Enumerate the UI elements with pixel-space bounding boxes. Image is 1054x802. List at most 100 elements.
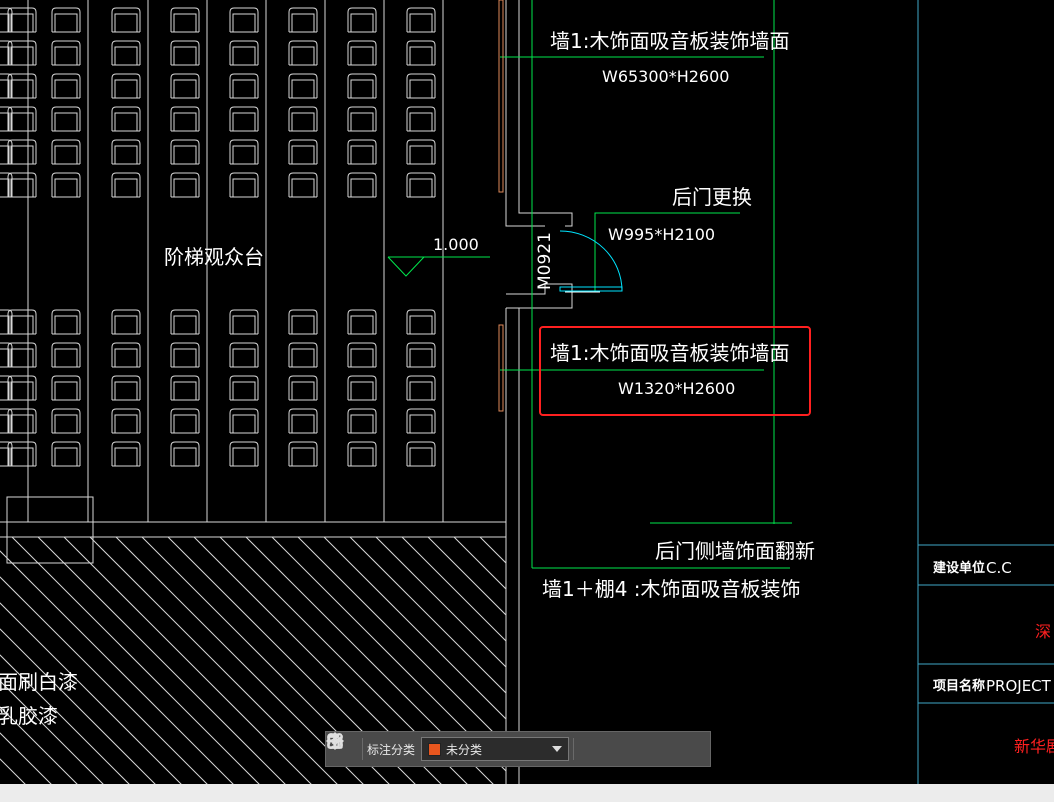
seat-symbol [347,40,377,66]
seat-symbol [111,106,141,132]
seat-symbol [170,172,200,198]
seat-symbol [288,172,318,198]
seat-symbol [111,441,141,467]
seat-symbol [406,172,436,198]
hatch-line [453,537,506,590]
seat-symbol [288,408,318,434]
seat-symbol [7,309,37,335]
seat-symbol [0,139,13,165]
seat-symbol [229,441,259,467]
seat-symbol [288,40,318,66]
cad-canvas[interactable]: 墙1:木饰面吸音板装饰墙面 W65300*H2600 后门更换 W995*H21… [0,0,1054,784]
hatch-line [0,706,78,784]
title-project-value: PROJECT [986,677,1052,695]
seat-symbol [347,408,377,434]
seat-symbol [51,441,81,467]
status-strip [0,784,1054,802]
seat-symbol [0,441,13,467]
seat-symbol [406,106,436,132]
seat-symbol [0,375,13,401]
seat-symbol [347,172,377,198]
seat-symbol [229,7,259,33]
seat-symbol [288,441,318,467]
seat-symbol [170,139,200,165]
title-project-label: 项目名称 [933,678,985,694]
seat-symbol [51,73,81,99]
title-client-red: 深 [1035,622,1051,641]
hatch-line [401,537,506,642]
seat-symbol [406,408,436,434]
seat-symbol [51,172,81,198]
seat-symbol [406,375,436,401]
seat-symbol [347,106,377,132]
seat-symbol [0,106,13,132]
label-wall-upper-dim: W65300*H2600 [602,67,729,86]
hatch-line [297,537,506,746]
label-wall-mid-dim: W1320*H2600 [618,379,735,398]
seat-symbol [51,7,81,33]
seat-symbol [347,441,377,467]
seat-symbol [111,172,141,198]
title-project-red: 新华剧 [1014,737,1054,756]
hatch-line [11,537,260,784]
hatch-line [0,628,156,784]
seat-symbol [288,7,318,33]
label-door-code: M0921 [535,232,555,290]
category-selected-value: 未分类 [446,742,483,757]
edit-icon[interactable] [328,733,610,764]
seat-symbol [111,408,141,434]
hatch-line [375,537,506,668]
seat-symbol [170,309,200,335]
seat-symbol [288,106,318,132]
seat-symbol [7,40,37,66]
seat-symbol [170,73,200,99]
seat-symbol [51,408,81,434]
seat-symbol [111,73,141,99]
seat-symbol [51,106,81,132]
label-wall-ceiling: 墙1＋棚4 :木饰面吸音板装饰 [542,577,801,601]
label-rear-door: 后门更换 [672,185,752,209]
label-rear-side-wall: 后门侧墙饰面翻新 [655,539,815,563]
seat-symbol [170,408,200,434]
seat-symbol [170,106,200,132]
seat-symbol [111,375,141,401]
paste-icon[interactable] [327,733,706,764]
label-paint-1: 面刷白漆 [0,670,78,694]
wall-panels [498,0,504,412]
copy-icon[interactable] [328,733,674,764]
seat-symbol [347,375,377,401]
door-swing [559,230,623,293]
seat-symbol [288,342,318,368]
toolbar-divider [362,738,363,760]
seat-symbol [170,40,200,66]
move-icon[interactable] [326,732,642,764]
hatch-line [688,537,948,784]
label-stand: 阶梯观众台 [164,245,264,269]
seat-symbol [111,40,141,66]
chevron-down-icon [552,746,563,752]
seat-symbol [111,139,141,165]
hatch-line [0,732,52,784]
seat-symbol [0,73,13,99]
label-door-dim: W995*H2100 [608,225,715,244]
seat-symbol [229,309,259,335]
seat-symbol [406,309,436,335]
label-wall-mid: 墙1:木饰面吸音板装饰墙面 [550,341,789,365]
seat-symbol [0,40,13,66]
seat-symbol [51,309,81,335]
seat-symbol [170,342,200,368]
hatch-line [349,537,506,694]
hatch-line [323,537,506,720]
category-select[interactable]: 未分类 [421,737,570,761]
seat-symbol [229,172,259,198]
seat-symbol [0,172,13,198]
seat-symbol [7,106,37,132]
seat-symbol [111,7,141,33]
seat-symbol [406,7,436,33]
seat-symbol [229,40,259,66]
annotation-toolbar: 标注分类 未分类 [325,731,711,767]
seat-symbol [229,139,259,165]
toolbar-divider [573,738,575,760]
seat-symbol [170,7,200,33]
hatch-line [0,602,182,784]
